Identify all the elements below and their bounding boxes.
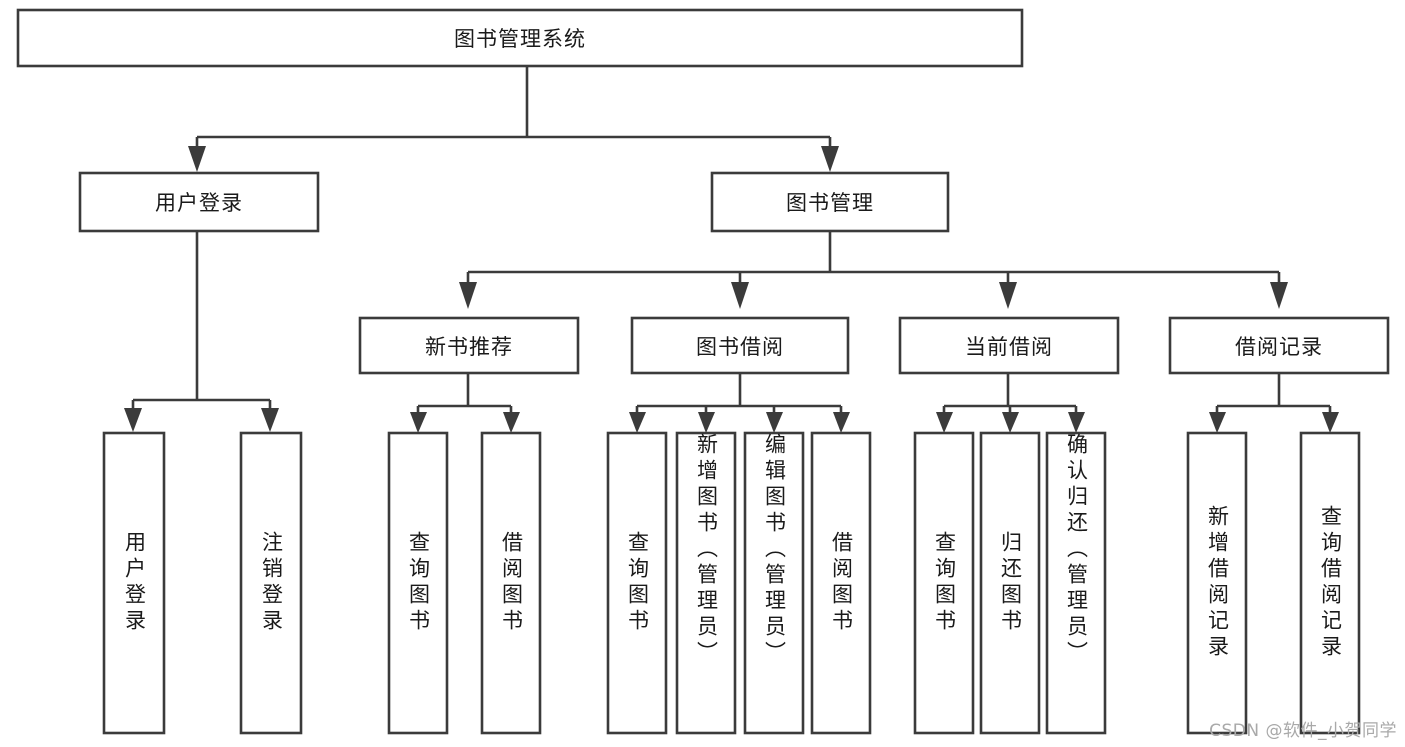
node-box-leaf-query-record[interactable]: [1299, 431, 1361, 735]
arrow-head-book-mgmt: [821, 146, 839, 172]
arrow-head-borrow-record: [1270, 282, 1288, 309]
arrow-head-bb-leaf-1: [629, 412, 646, 433]
node-box-leaf-confirm-return[interactable]: [1045, 431, 1107, 735]
arrow-head-leaf-user-login: [124, 408, 142, 432]
node-box-leaf-edit-book[interactable]: [743, 431, 805, 735]
node-box-leaf-add-record[interactable]: [1186, 431, 1248, 735]
node-box-user-login[interactable]: [78, 171, 320, 233]
arrow-head-current-borrow: [999, 282, 1017, 309]
node-box-leaf-user-login[interactable]: [102, 431, 166, 735]
node-box-leaf-borrow-book-1[interactable]: [480, 431, 542, 735]
arrow-head-leaf-logout: [261, 408, 279, 432]
node-box-leaf-query-book-2[interactable]: [606, 431, 668, 735]
arrow-head-br-leaf-2: [1322, 412, 1339, 433]
arrow-head-nb-leaf-1: [410, 412, 427, 433]
node-box-leaf-add-book[interactable]: [675, 431, 737, 735]
node-box-leaf-query-book-3[interactable]: [913, 431, 975, 735]
node-box-leaf-borrow-book-2[interactable]: [810, 431, 872, 735]
arrow-head-cb-leaf-2: [1002, 412, 1019, 433]
node-box-leaf-query-book-1[interactable]: [387, 431, 449, 735]
arrow-head-book-borrow: [731, 282, 749, 309]
watermark: CSDN @软件_小贺同学: [1209, 721, 1397, 741]
node-box-leaf-return-book[interactable]: [979, 431, 1041, 735]
arrow-head-new-book: [459, 282, 477, 309]
node-box-leaf-logout[interactable]: [239, 431, 303, 735]
node-box-borrow-record[interactable]: [1168, 316, 1390, 375]
arrow-head-bb-leaf-2: [698, 412, 715, 433]
node-box-book-borrow[interactable]: [630, 316, 850, 375]
arrow-head-cb-leaf-3: [1068, 412, 1085, 433]
node-box-new-book-recommend[interactable]: [358, 316, 580, 375]
arrow-head-bb-leaf-4: [833, 412, 850, 433]
arrow-head-br-leaf-1: [1209, 412, 1226, 433]
node-box-current-borrow[interactable]: [898, 316, 1120, 375]
arrow-head-user-login: [188, 146, 206, 172]
arrow-head-nb-leaf-2: [503, 412, 520, 433]
node-box-root[interactable]: [16, 8, 1024, 68]
node-box-book-management[interactable]: [710, 171, 950, 233]
arrow-head-cb-leaf-1: [936, 412, 953, 433]
arrow-head-bb-leaf-3: [766, 412, 783, 433]
